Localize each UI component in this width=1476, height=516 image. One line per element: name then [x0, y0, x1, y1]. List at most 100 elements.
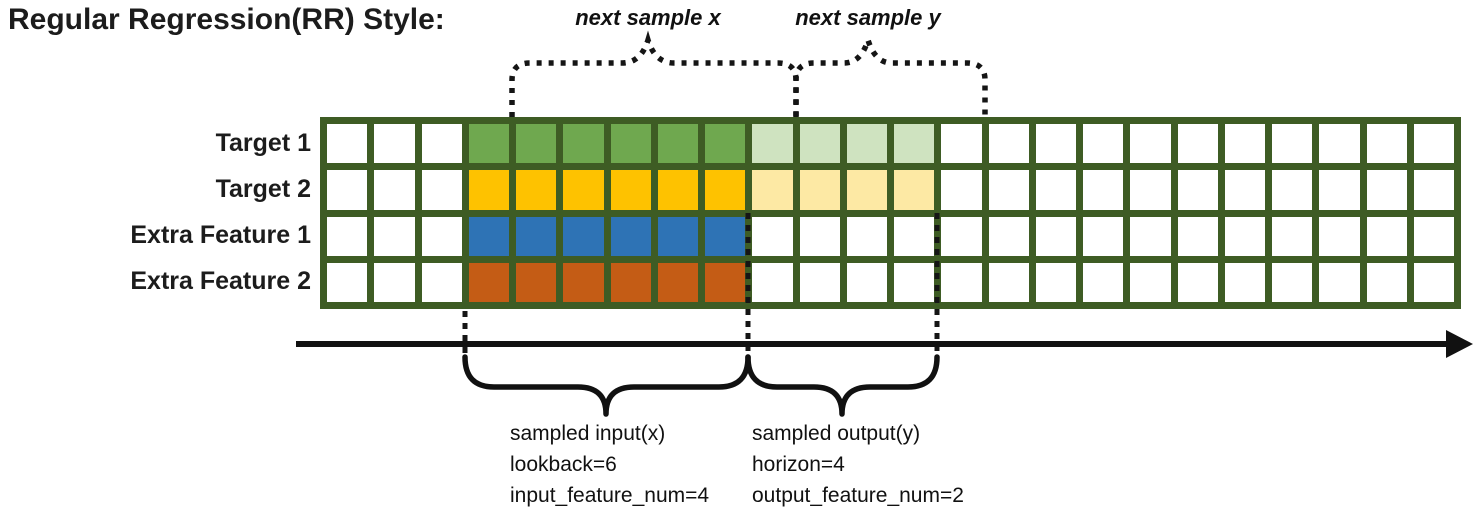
grid-cell [468, 262, 509, 302]
grid-cell [941, 170, 982, 210]
grid-cell [516, 170, 557, 210]
grid-cell [988, 124, 1029, 164]
grid-cell [1224, 216, 1265, 256]
grid-cell [374, 170, 415, 210]
grid-cell [1272, 262, 1313, 302]
grid-cell [327, 124, 368, 164]
grid-cell [327, 216, 368, 256]
grid-cell [1272, 170, 1313, 210]
grid-cell [1035, 124, 1076, 164]
grid-cell [374, 216, 415, 256]
next-sample-y-brace [793, 30, 988, 117]
row-label-extra-feature-2: Extra Feature 2 [130, 267, 311, 295]
grid-cell [1035, 216, 1076, 256]
grid-cell [1177, 216, 1218, 256]
grid-cell [563, 262, 604, 302]
input-feature-num-value: input_feature_num=4 [510, 484, 710, 507]
grid-cell [1413, 216, 1454, 256]
grid-cell [657, 262, 698, 302]
grid-cell [799, 216, 840, 256]
grid-cell [1413, 124, 1454, 164]
horizon-value: horizon=4 [752, 453, 845, 476]
grid-cell [1130, 124, 1171, 164]
sampled-output-info: sampled output(y) horizon=4 output_featu… [752, 418, 964, 511]
grid-cell [752, 124, 793, 164]
grid-cell [846, 216, 887, 256]
grid-cell [657, 124, 698, 164]
row-label-extra-feature-1: Extra Feature 1 [130, 221, 311, 249]
grid-cell [941, 216, 982, 256]
grid-cell [705, 216, 746, 256]
grid-cell [752, 262, 793, 302]
grid-cell [1413, 262, 1454, 302]
grid-cell [468, 216, 509, 256]
grid-cell [516, 262, 557, 302]
grid-cell [705, 170, 746, 210]
grid-cell [1083, 262, 1124, 302]
sampled-output-title: sampled output(y) [752, 422, 921, 445]
grid-cell [610, 216, 651, 256]
grid-cell [1319, 262, 1360, 302]
grid-cell [894, 170, 935, 210]
grid-cell [1035, 170, 1076, 210]
time-axis-arrowhead-icon [1446, 330, 1473, 358]
grid-cell [610, 170, 651, 210]
grid-cell [657, 170, 698, 210]
grid-cell [1035, 262, 1076, 302]
next-sample-x-brace [509, 30, 799, 117]
grid-cell [1130, 216, 1171, 256]
grid-cell [563, 216, 604, 256]
grid-cell [468, 170, 509, 210]
grid-cell [1177, 170, 1218, 210]
grid-cell [1366, 170, 1407, 210]
grid-cell [327, 262, 368, 302]
grid-cell [421, 216, 462, 256]
grid-cell [516, 216, 557, 256]
grid-cell [705, 262, 746, 302]
output-feature-num-value: output_feature_num=2 [752, 484, 964, 507]
grid-cell [1130, 170, 1171, 210]
grid-cell [752, 170, 793, 210]
grid-cell [1224, 124, 1265, 164]
sampled-input-brace [462, 354, 751, 417]
grid-cell [846, 124, 887, 164]
sample-grid [320, 117, 1461, 309]
grid-cell [563, 170, 604, 210]
grid-cell [894, 216, 935, 256]
grid-cell [799, 262, 840, 302]
grid-cell [1177, 124, 1218, 164]
grid-cell [1083, 216, 1124, 256]
sampled-output-brace [745, 354, 940, 417]
grid-cell [799, 124, 840, 164]
grid-cell [705, 124, 746, 164]
grid-cell [610, 124, 651, 164]
grid-cell [988, 262, 1029, 302]
grid-cell [846, 170, 887, 210]
row-label-target-1: Target 1 [215, 129, 311, 157]
row-label-target-2: Target 2 [215, 175, 311, 203]
grid-cell [988, 216, 1029, 256]
grid-cell [657, 216, 698, 256]
grid-cell [1413, 170, 1454, 210]
sampled-input-info: sampled input(x) lookback=6 input_featur… [510, 418, 709, 511]
grid-cell [1319, 216, 1360, 256]
grid-cell [1366, 262, 1407, 302]
grid-cell [516, 124, 557, 164]
grid-cell [799, 170, 840, 210]
grid-cell [1319, 170, 1360, 210]
grid-cell [894, 262, 935, 302]
grid-cell [610, 262, 651, 302]
grid-cell [941, 262, 982, 302]
grid-cell [1272, 216, 1313, 256]
grid-cell [1366, 124, 1407, 164]
grid-cell [1272, 124, 1313, 164]
grid-cell [421, 262, 462, 302]
grid-cell [988, 170, 1029, 210]
grid-cell [1366, 216, 1407, 256]
grid-cell [1083, 170, 1124, 210]
grid-cell [421, 170, 462, 210]
grid-cell [374, 124, 415, 164]
grid-cell [1130, 262, 1171, 302]
grid-cell [846, 262, 887, 302]
